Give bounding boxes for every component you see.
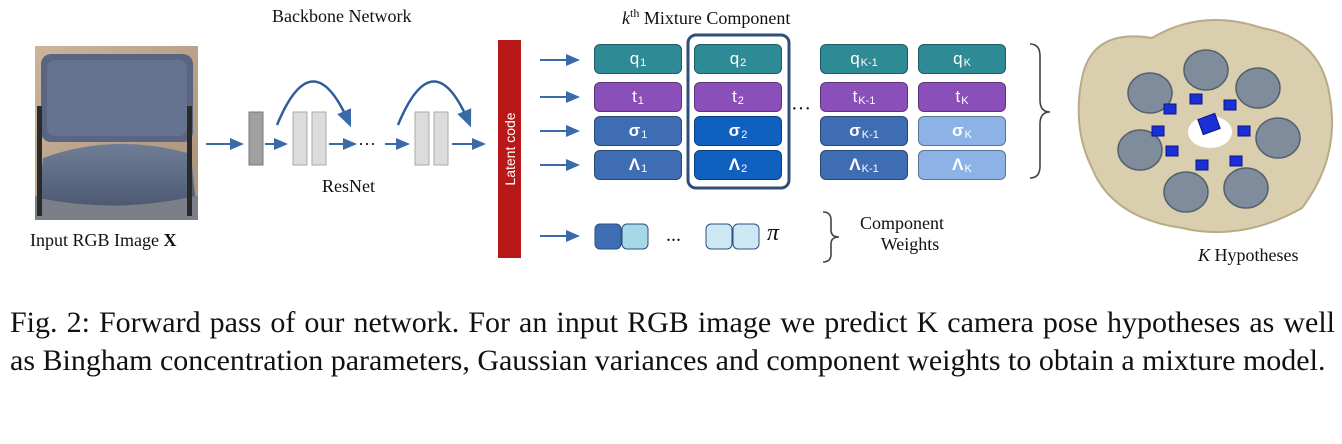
skip-connection-1 <box>275 80 352 128</box>
resnet-block-2 <box>292 111 308 166</box>
resnet-block-first <box>248 111 264 166</box>
resnet-block-5 <box>433 111 449 166</box>
kth-component-highlight <box>686 33 791 190</box>
figure-caption: Fig. 2: Forward pass of our network. For… <box>10 304 1335 380</box>
input-rgb-image <box>35 46 198 220</box>
columns-dots: ··· <box>791 98 811 120</box>
hypotheses-brace <box>1029 43 1051 179</box>
network-diagram: ··· <box>206 33 1051 263</box>
resnet-block-4 <box>414 111 430 166</box>
weight-box-4 <box>732 223 760 250</box>
skip-connection-2 <box>396 80 472 128</box>
component-weights-label: Component Weights <box>860 213 944 254</box>
resnet-block-3 <box>311 111 327 166</box>
backbone-title: Backbone Network <box>272 6 412 26</box>
chair-photo <box>35 46 198 220</box>
resnet-dots: ··· <box>358 133 376 153</box>
latent-code-label: Latent code <box>501 112 518 186</box>
hypotheses-label: K Hypotheses <box>1198 245 1299 265</box>
figure: Backbone Network Input RGB Ima <box>30 6 1340 265</box>
weight-box-3 <box>705 223 733 250</box>
caption-prefix: Fig. 2: <box>10 306 90 339</box>
latent-code-bar: Latent code <box>498 40 521 258</box>
resnet-label: ResNet <box>322 176 375 196</box>
weight-box-2 <box>621 223 649 250</box>
weights-dots: ... <box>666 224 681 246</box>
mixture-title: kth Mixture Component <box>622 6 791 28</box>
caption-text: Forward pass of our network. For an inpu… <box>10 306 1336 377</box>
scene-pointcloud <box>1077 19 1334 233</box>
input-symbol: X <box>163 230 177 250</box>
input-label: Input RGB Image X <box>30 230 177 250</box>
weights-brace <box>822 211 840 263</box>
weight-box-1 <box>594 223 622 250</box>
pi-symbol: π <box>767 220 780 246</box>
hypotheses-render <box>1072 8 1340 242</box>
